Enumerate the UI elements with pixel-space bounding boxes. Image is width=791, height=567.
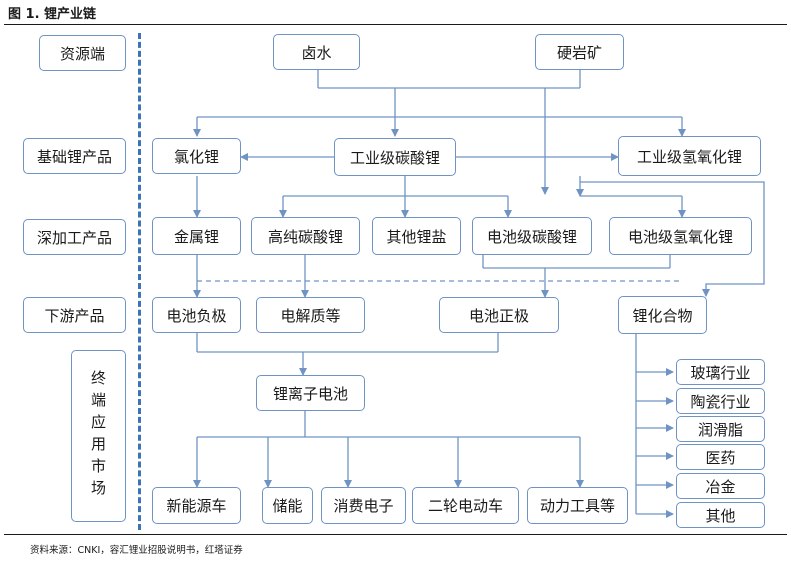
node-anode: 电池负极	[152, 297, 241, 333]
node-metallurgy: 冶金	[676, 473, 765, 499]
category-terminal-market: 终端应用市场	[71, 350, 126, 522]
node-ceramics-industry: 陶瓷行业	[676, 388, 765, 414]
node-industrial-carbonate: 工业级碳酸锂	[334, 138, 456, 176]
node-battery-carbonate: 电池级碳酸锂	[472, 217, 592, 255]
category-resource: 资源端	[39, 35, 126, 71]
node-consumer-electronics: 消费电子	[321, 487, 406, 524]
footer-rule	[4, 534, 787, 535]
category-downstream: 下游产品	[23, 297, 126, 333]
node-battery-hydroxide: 电池级氢氧化锂	[609, 217, 752, 255]
node-electric-two-wheeler: 二轮电动车	[412, 487, 519, 524]
node-high-purity-carbonate: 高纯碳酸锂	[251, 217, 360, 255]
title-rule	[4, 24, 787, 25]
node-electrolyte: 电解质等	[256, 297, 365, 333]
category-divider	[138, 33, 141, 530]
node-lithium-compounds: 锂化合物	[618, 296, 707, 334]
category-basic-products: 基础锂产品	[23, 138, 126, 174]
node-glass-industry: 玻璃行业	[676, 359, 765, 385]
node-power-tools: 动力工具等	[527, 487, 628, 524]
category-deep-products: 深加工产品	[23, 219, 126, 255]
node-brine: 卤水	[273, 34, 360, 70]
node-li-ion-battery: 锂离子电池	[256, 375, 365, 411]
node-new-energy-vehicle: 新能源车	[152, 487, 241, 524]
node-industrial-hydroxide: 工业级氢氧化锂	[618, 136, 761, 176]
node-medicine: 医药	[676, 444, 765, 470]
source-note: 资料来源：CNKI，容汇锂业招股说明书，红塔证券	[30, 545, 243, 556]
node-energy-storage: 储能	[262, 487, 313, 524]
node-cathode: 电池正极	[439, 297, 559, 333]
node-lithium-chloride: 氯化锂	[152, 138, 241, 174]
node-other-salts: 其他锂盐	[372, 217, 461, 255]
figure-title: 图 1. 锂产业链	[8, 7, 97, 22]
node-others: 其他	[676, 502, 765, 528]
node-metal-lithium: 金属锂	[152, 217, 241, 255]
node-spodumene: 硬岩矿	[535, 34, 624, 70]
node-grease: 润滑脂	[676, 416, 765, 442]
edge-right-loop	[580, 181, 765, 297]
